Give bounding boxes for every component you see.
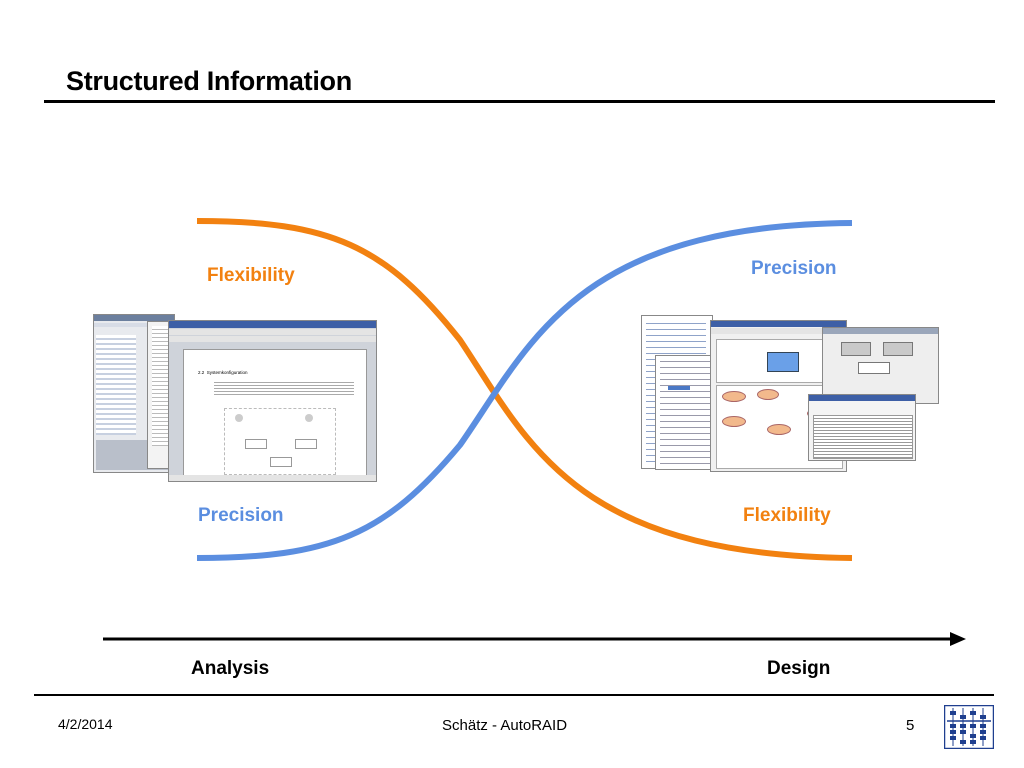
footer-author: Schätz - AutoRAID bbox=[442, 717, 568, 734]
orange-curve bbox=[196, 218, 853, 561]
page-number: 5 bbox=[906, 717, 915, 734]
label-flexibility-left: Flexibility bbox=[207, 265, 295, 286]
title-rule bbox=[44, 100, 995, 103]
right-tree-window-2 bbox=[655, 355, 717, 470]
label-precision-right: Precision bbox=[751, 258, 837, 279]
axis-arrowhead bbox=[950, 632, 966, 646]
label-flexibility-right: Flexibility bbox=[743, 505, 831, 526]
blue-curve bbox=[196, 220, 853, 561]
footer-rule bbox=[34, 694, 994, 696]
right-block-window bbox=[822, 327, 939, 404]
screenshot-section-title: Systemkonfiguration bbox=[206, 370, 248, 375]
footer-date: 4/2/2014 bbox=[58, 716, 113, 732]
slide-title: Structured Information bbox=[66, 66, 352, 96]
left-word-window: 2.2 Systemkonfiguration bbox=[168, 320, 377, 482]
label-precision-left: Precision bbox=[198, 505, 284, 526]
axis-label-design: Design bbox=[767, 658, 831, 679]
right-editor-window bbox=[808, 394, 916, 461]
axis-label-analysis: Analysis bbox=[191, 658, 270, 679]
abacus-logo-icon bbox=[944, 705, 994, 749]
screenshot-section-number: 2.2 bbox=[198, 370, 205, 375]
